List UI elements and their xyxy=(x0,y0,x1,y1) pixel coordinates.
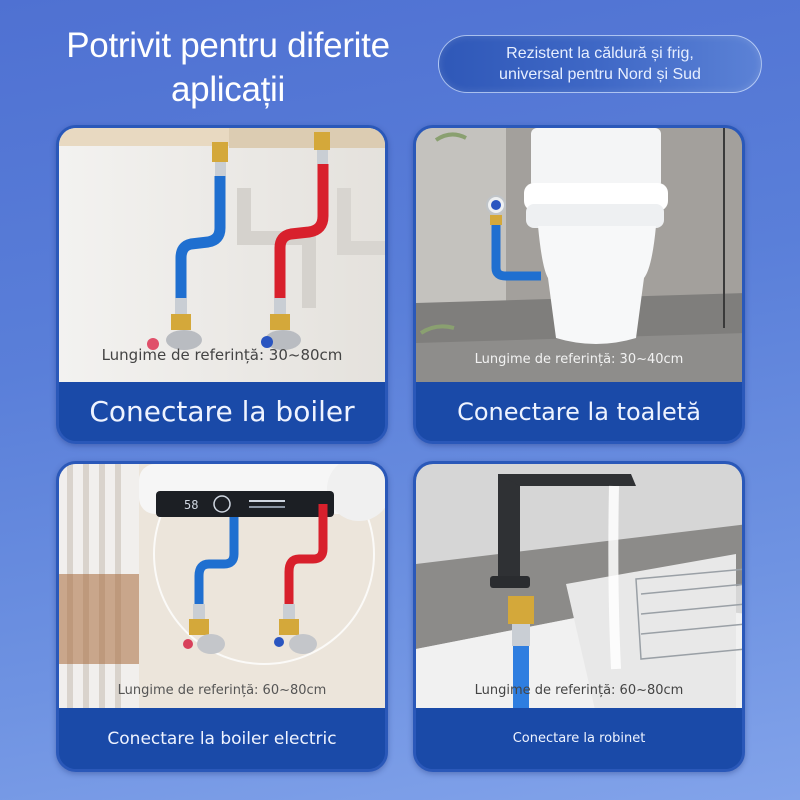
reference-length-label: Lungime de referință: 60~80cm xyxy=(474,683,684,698)
card-caption: Conectare la robinet xyxy=(512,731,646,746)
card-caption-band: Conectare la boiler electric xyxy=(59,708,385,769)
page-title-line-2: aplicații xyxy=(170,70,286,109)
electric-boiler-scene-illustration: 58 xyxy=(59,464,385,714)
application-card-boiler: Lungime de referință: 30~80cm Conectare … xyxy=(56,125,388,444)
card-caption: Conectare la boiler xyxy=(89,395,355,428)
reference-length-label: Lungime de referință: 60~80cm xyxy=(117,683,327,698)
feature-badge: Rezistent la căldură și frig, universal … xyxy=(438,35,762,93)
card-caption-band: Conectare la boiler xyxy=(59,382,385,441)
page-title-line-1: Potrivit pentru diferite xyxy=(66,26,390,65)
application-card-toilet: Lungime de referință: 30~40cm Conectare … xyxy=(413,125,745,444)
toilet-photo: Lungime de referință: 30~40cm xyxy=(416,128,742,386)
faucet-scene-illustration xyxy=(416,464,742,714)
faucet-photo: Lungime de referință: 60~80cm xyxy=(416,464,742,714)
card-caption: Conectare la toaletă xyxy=(457,397,701,426)
toilet-scene-illustration xyxy=(416,128,742,386)
application-card-electric-boiler: 58 Lungime de referință: 60~80cm Conecta… xyxy=(56,461,388,772)
card-caption: Conectare la boiler electric xyxy=(107,728,337,749)
feature-badge-line-2: universal pentru Nord și Sud xyxy=(499,66,701,83)
boiler-scene-illustration xyxy=(59,128,385,386)
feature-badge-line-1: Rezistent la căldură și frig, xyxy=(506,45,694,62)
heater-display-text: 58 xyxy=(184,498,198,512)
card-caption-band: Conectare la toaletă xyxy=(416,382,742,441)
application-card-faucet: Lungime de referință: 60~80cm Conectare … xyxy=(413,461,745,772)
reference-length-label: Lungime de referință: 30~40cm xyxy=(474,352,684,367)
boiler-photo: Lungime de referință: 30~80cm xyxy=(59,128,385,386)
page-title: Potrivit pentru diferite aplicații xyxy=(18,24,438,112)
card-caption-band: Conectare la robinet xyxy=(416,708,742,769)
reference-length-label: Lungime de referință: 30~80cm xyxy=(101,346,343,364)
electric-boiler-photo: 58 Lungime de referință: 60~80cm xyxy=(59,464,385,714)
